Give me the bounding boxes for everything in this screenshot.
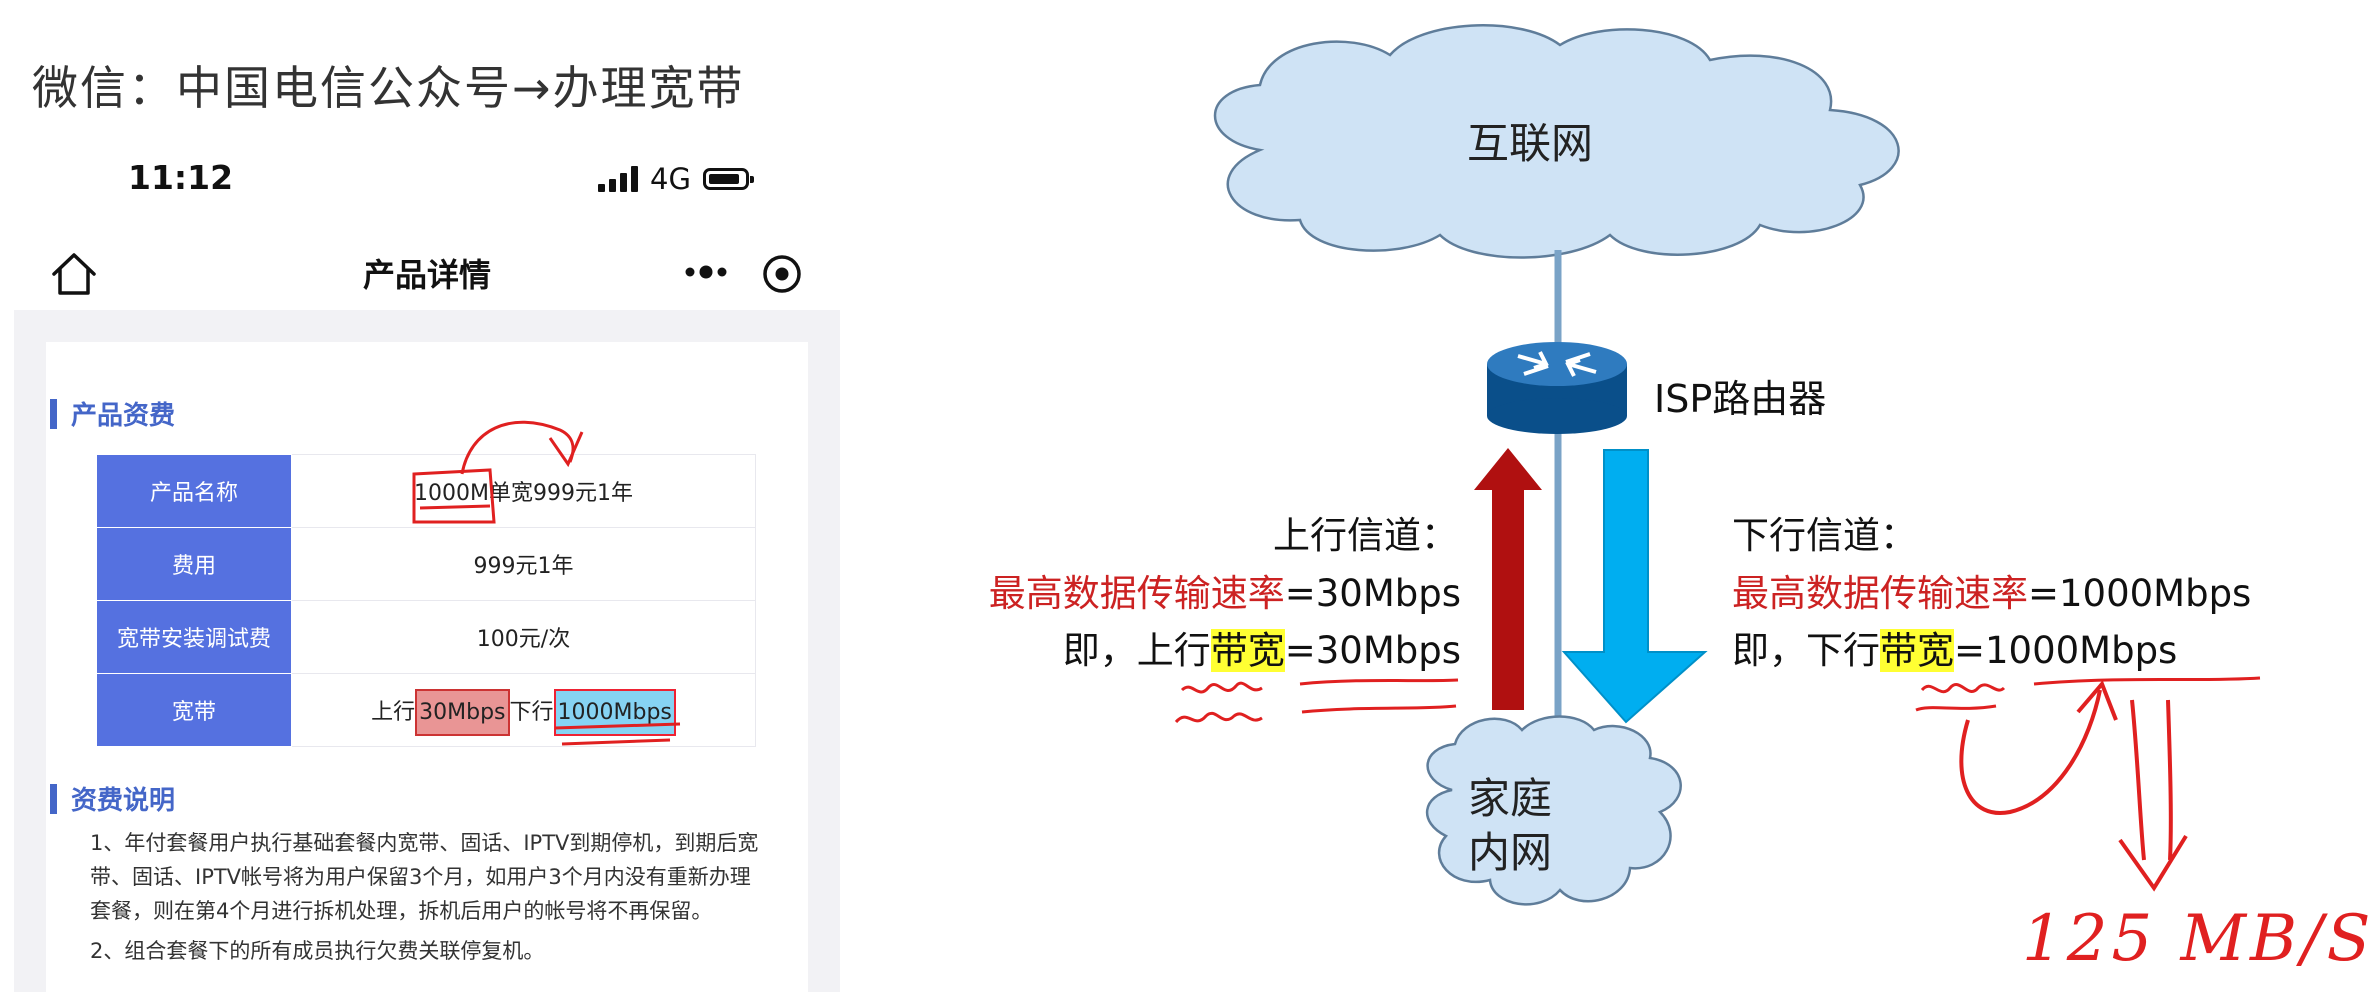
note-item: 2、组合套餐下的所有成员执行欠费关联停复机。 (90, 939, 545, 963)
row-value-install-fee: 100元/次 (291, 600, 756, 674)
downlink-rate-value: =1000Mbps (2028, 572, 2252, 615)
downlink-title: 下行信道： (1732, 514, 1917, 557)
handwritten-result: 125 MB/S (2022, 902, 2374, 976)
row-key: 宽带 (96, 673, 292, 747)
status-time: 11:12 (128, 158, 234, 197)
handwritten-squiggle (1915, 704, 1997, 712)
handwritten-underline (2033, 676, 2261, 686)
uplink-prefix: 上行 (371, 700, 416, 725)
section-fees-title: 产品资费 (71, 401, 176, 431)
network-type: 4G (650, 162, 691, 196)
phone-annotations (412, 420, 681, 746)
uplink-speed-highlight: 30Mbps (415, 689, 510, 736)
fee-notes: 1、年付套餐用户执行基础套餐内宽带、固话、IPTV到期停机，到期后宽带、固话、I… (90, 826, 770, 974)
home-network-label-line: 家庭 (1467, 774, 1552, 823)
handwritten-box (412, 468, 496, 524)
uplink-bw-word: 带宽 (1210, 629, 1285, 672)
handwritten-underline (561, 738, 671, 746)
battery-icon (702, 168, 754, 190)
status-indicators: 4G (598, 158, 754, 200)
home-network-label-line: 内网 (1467, 828, 1552, 877)
note-item: 1、年付套餐用户执行基础套餐内宽带、固话、IPTV到期停机，到期后宽带、固话、I… (90, 831, 759, 923)
downlink-arrow (1561, 449, 1708, 724)
uplink-rate-label: 最高数据传输速率 (988, 572, 1285, 615)
handwritten-double-arrow (2118, 699, 2188, 892)
uplink-rate: 最高数据传输速率=30Mbps (989, 563, 1461, 617)
home-network-label: 家庭 内网 (1420, 772, 1600, 880)
section-notes-header: 资费说明 (50, 780, 175, 817)
uplink-bw-value: =30Mbps (1284, 629, 1461, 672)
handwritten-underline (554, 722, 681, 730)
isp-router-label: ISP路由器 (1654, 377, 1827, 421)
page-title: 产品详情 (362, 256, 491, 294)
downlink-bw-value: =1000Mbps (1954, 629, 2178, 672)
handwritten-squiggle (1174, 711, 1263, 724)
uplink-title: 上行信道： (1273, 514, 1458, 557)
more-icon[interactable] (680, 250, 736, 294)
home-network-cloud (1426, 715, 1682, 906)
signal-icon (598, 166, 638, 192)
uplink-bandwidth: 即，上行带宽=30Mbps (1063, 620, 1461, 674)
uplink-bw-prefix: 即，上行 (1062, 629, 1211, 672)
handwritten-underline (1299, 678, 1459, 686)
uplink-rate-value: =30Mbps (1284, 572, 1461, 615)
row-key: 产品名称 (96, 454, 292, 528)
downlink-bandwidth: 即，下行带宽=1000Mbps (1732, 620, 2177, 674)
row-value-fee: 999元1年 (291, 527, 756, 601)
handwritten-curve-arrow (460, 420, 575, 475)
handwritten-squiggle (1920, 683, 2006, 694)
internet-cloud (1213, 24, 1900, 259)
router-icon (1487, 342, 1627, 434)
handwritten-underline (1301, 704, 1457, 714)
row-key: 费用 (96, 527, 292, 601)
row-key: 宽带安装调试费 (96, 600, 292, 674)
handwritten-arrowhead (2076, 680, 2118, 721)
downlink-rate: 最高数据传输速率=1000Mbps (1732, 563, 2251, 617)
handwritten-squiggle (1180, 681, 1263, 694)
nav-bar: 产品详情 (14, 234, 840, 314)
handwritten-underline (419, 504, 491, 510)
section-accent-bar (50, 398, 57, 429)
table-row: 产品名称 1000M单宽999元1年 (96, 454, 756, 528)
table-row: 宽带安装调试费 100元/次 (96, 600, 756, 674)
internet-label: 互联网 (1466, 119, 1593, 168)
section-fees-header: 产品资费 (50, 395, 175, 432)
home-icon[interactable] (48, 248, 100, 300)
uplink-arrow (1474, 448, 1542, 710)
handwritten-arrowhead (548, 431, 584, 468)
table-row: 费用 999元1年 (96, 527, 756, 601)
handwritten-curve-arrow (1959, 689, 2102, 816)
downlink-prefix: 下行 (509, 700, 554, 725)
close-miniprogram-icon[interactable] (756, 248, 808, 300)
section-notes-title: 资费说明 (71, 786, 176, 816)
downlink-bw-word: 带宽 (1880, 629, 1954, 672)
downlink-bw-prefix: 即，下行 (1732, 629, 1880, 672)
downlink-rate-label: 最高数据传输速率 (1732, 572, 2028, 615)
section-accent-bar (50, 783, 57, 814)
wechat-caption: 微信：中国电信公众号→办理宽带 (32, 61, 745, 115)
fee-table: 产品名称 1000M单宽999元1年 费用 999元1年 宽带安装调试费 100… (96, 454, 756, 747)
row-value-product-name: 1000M单宽999元1年 (291, 454, 756, 528)
